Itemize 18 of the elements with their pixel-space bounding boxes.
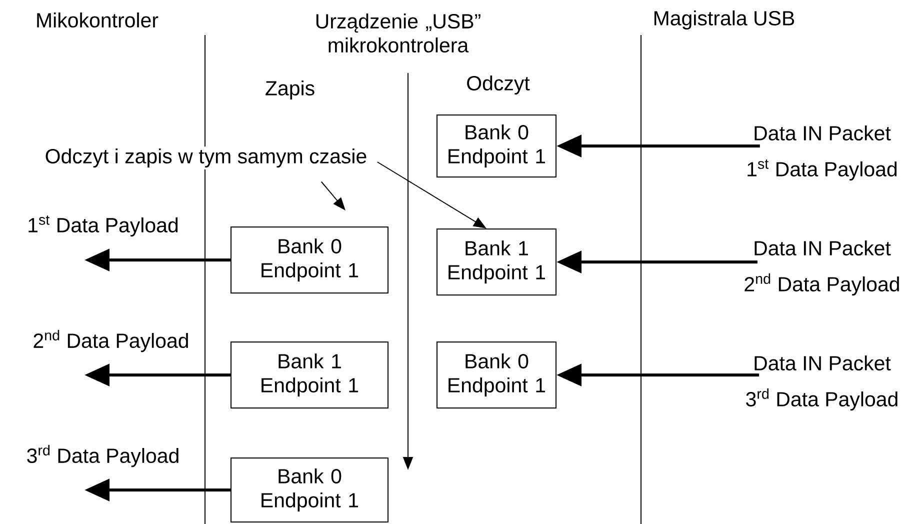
endpoint-box: Bank 1 Endpoint 1 — [230, 342, 388, 408]
lane-heading: Magistrala USB — [654, 10, 794, 30]
endpoint-box: Bank 0 Endpoint 1 — [436, 114, 556, 178]
packet-text: Data IN Packet 3$^{rd}$ Data Payload — [746, 355, 898, 411]
edge-label: 1$^{st}$ Data Payload — [28, 215, 178, 237]
lane-heading: Urządzenie „USB” mikrokontrolera — [316, 13, 480, 53]
edge-label: 2$^{nd}$ Data Payload — [34, 330, 188, 352]
packet-text: Data IN Packet 2$^{nd}$ Data Payload — [744, 240, 899, 296]
annotation-text: Odczyt i zapis w tym samym czasie — [42, 146, 370, 170]
endpoint-box: Bank 0 Endpoint 1 — [230, 458, 388, 522]
endpoint-box: Bank 0 Endpoint 1 — [436, 342, 556, 408]
lane-heading: Odczyt — [467, 75, 530, 95]
lane-heading: Zapis — [266, 80, 314, 100]
packet-text: Data IN Packet 1$^{st}$ Data Payload — [748, 125, 897, 181]
endpoint-box: Bank 1 Endpoint 1 — [436, 228, 556, 296]
endpoint-box: Bank 0 Endpoint 1 — [230, 226, 388, 294]
edge-label: 3$^{rd}$ Data Payload — [27, 444, 178, 468]
lane-heading: Mikokontroler — [37, 12, 158, 28]
